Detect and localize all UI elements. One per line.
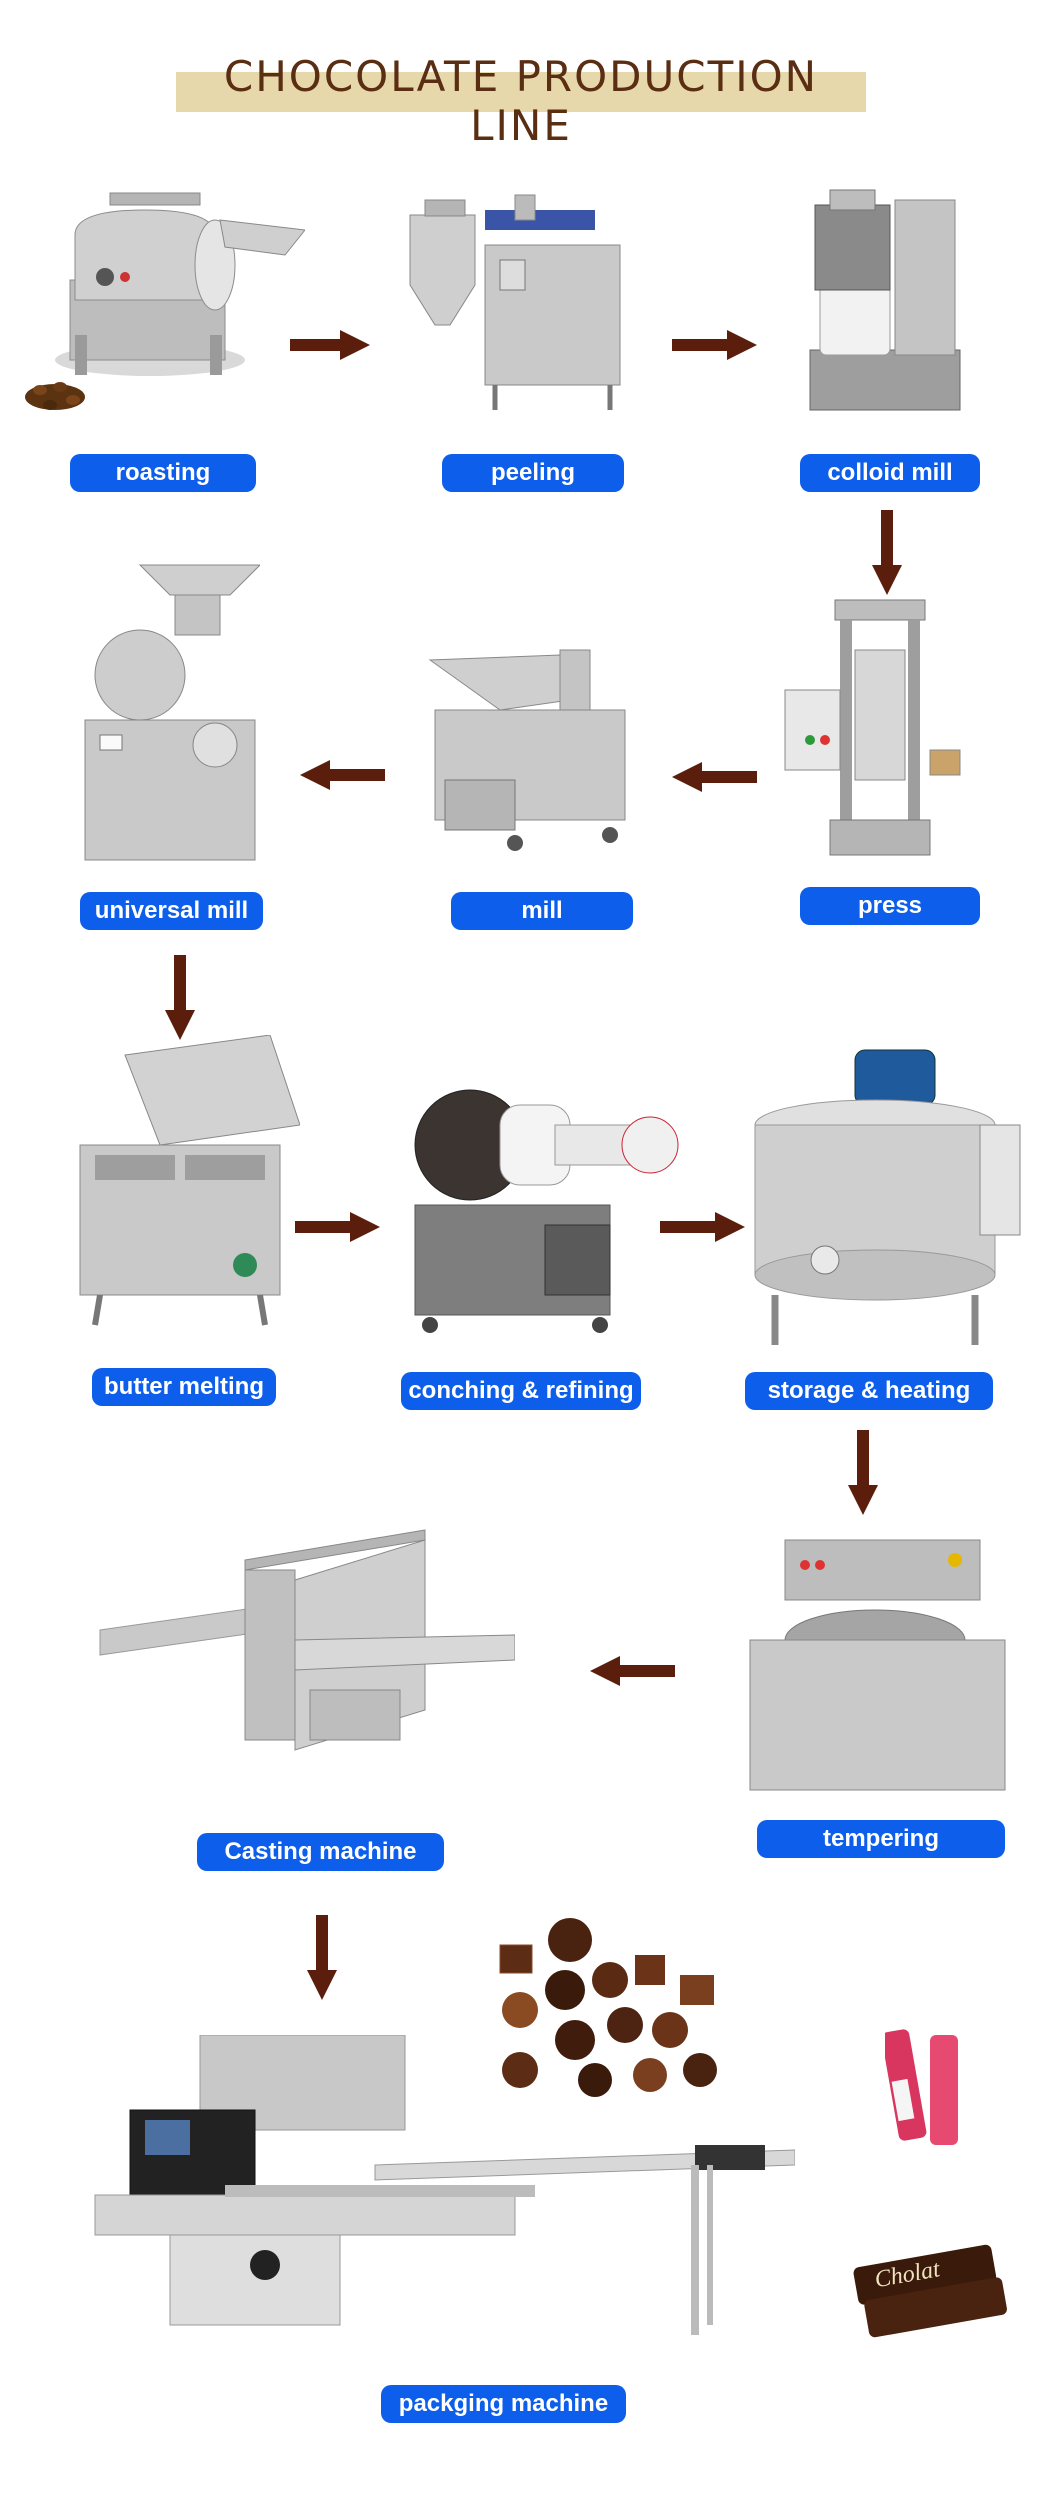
peeling-machine-image: [409, 194, 621, 410]
step-label-roasting: roasting: [70, 454, 256, 492]
colloid-mill-machine-image: [809, 189, 961, 411]
storage-heating-tank-image: [754, 1049, 1021, 1345]
step-label-storage-heating: storage & heating: [745, 1372, 993, 1410]
arrow-conching-to-storage: [660, 1212, 745, 1242]
arrow-roasting-to-peeling: [290, 330, 370, 360]
casting-machine-image: [99, 1529, 515, 1751]
stick-pack-image: [885, 2029, 958, 2145]
mill-machine-image: [428, 649, 626, 851]
page-title: CHOCOLATE PRODUCTION LINE: [223, 52, 819, 150]
arrow-press-to-mill: [672, 762, 757, 792]
arrow-storage-to-tempering: [848, 1430, 878, 1515]
step-label-peeling: peeling: [442, 454, 624, 492]
step-label-colloid-mill: colloid mill: [800, 454, 980, 492]
arrow-butter-melting-to-conching: [295, 1212, 380, 1242]
title-highlight-band: [176, 72, 866, 112]
arrow-universal-mill-to-butter-melting: [165, 955, 195, 1040]
step-label-casting-machine: Casting machine: [197, 1833, 444, 1871]
arrow-casting-to-packaging: [307, 1915, 337, 2000]
press-machine-image: [784, 599, 961, 856]
packaging-machine-image: [94, 2035, 795, 2335]
step-label-packging-machine: packging machine: [381, 2385, 626, 2423]
roasting-machine-image: [25, 192, 305, 410]
tempering-machine-image: [749, 1539, 1006, 1791]
step-label-conching-refining: conching & refining: [401, 1372, 641, 1410]
chocolate-assortment-image: [499, 1918, 717, 2097]
arrow-tempering-to-casting: [590, 1656, 675, 1686]
conching-refining-machine-image: [414, 1089, 679, 1333]
step-label-mill: mill: [451, 892, 633, 930]
step-label-press: press: [800, 887, 980, 925]
step-label-universal-mill: universal mill: [80, 892, 263, 930]
universal-mill-machine-image: [84, 564, 260, 861]
wrapped-chocolate-bar-image: Cholat: [852, 2243, 1009, 2342]
arrow-mill-to-universal-mill: [300, 760, 385, 790]
step-label-tempering: tempering: [757, 1820, 1005, 1858]
arrow-peeling-to-colloid-mill: [672, 330, 757, 360]
arrow-colloid-mill-to-press: [872, 510, 902, 595]
step-label-butter-melting: butter melting: [92, 1368, 276, 1406]
butter-melting-machine-image: [79, 1035, 300, 1326]
